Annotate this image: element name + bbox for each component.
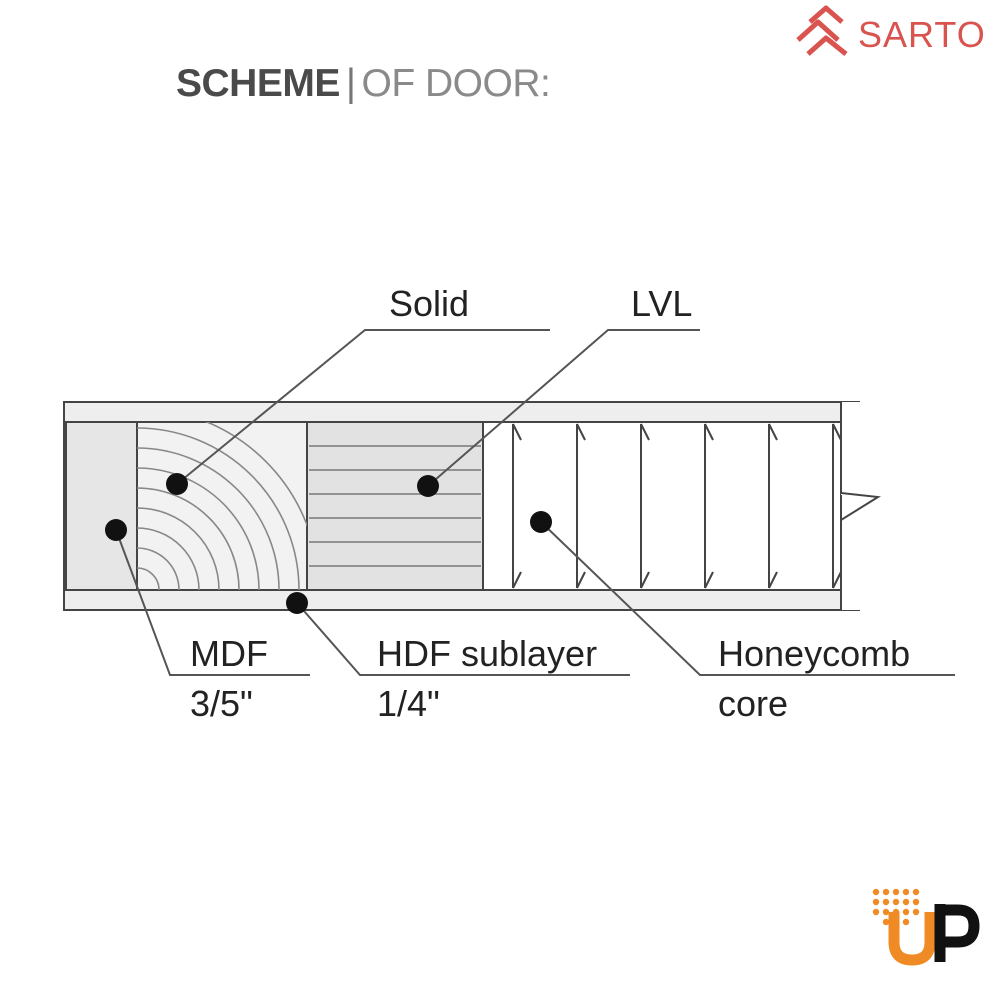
hdf-leader — [296, 602, 630, 676]
solid-leader — [176, 329, 550, 485]
label-solid: Solid — [389, 283, 470, 324]
lvl-layers — [309, 445, 481, 567]
label-honeycomb: Honeycomb — [718, 633, 911, 674]
sarto-logo-icon — [796, 5, 848, 56]
honeycomb-leader — [540, 521, 955, 676]
honeycomb-marker — [530, 511, 552, 533]
lvl-leader — [427, 329, 700, 487]
label-hdf: HDF sublayer — [377, 633, 598, 674]
title-of: OF — [361, 62, 416, 105]
label-mdf-thickness: 3/5" — [190, 683, 253, 724]
label-honeycomb-core: core — [718, 683, 789, 724]
mdf-block — [65, 421, 138, 591]
lvl-block — [306, 421, 484, 591]
label-mdf: MDF — [190, 633, 268, 674]
label-lvl: LVL — [631, 283, 693, 324]
break-mark-icon — [840, 402, 881, 610]
brand-name: SARTO — [858, 14, 986, 55]
title-scheme: SCHEME — [176, 62, 340, 105]
up-logo-icon — [872, 888, 980, 966]
bottom-hdf-layer — [63, 589, 860, 611]
page-title: SCHEME|OF DOOR: — [176, 62, 551, 106]
honeycomb-area — [482, 421, 842, 591]
mdf-leader — [115, 529, 310, 676]
top-hdf-layer — [63, 401, 860, 423]
solid-wood-block — [136, 421, 308, 591]
honeycomb-cells — [512, 423, 842, 589]
door-cross-section — [63, 401, 860, 611]
marker-dots — [105, 473, 552, 614]
mdf-marker — [105, 519, 127, 541]
title-door: DOOR: — [425, 62, 551, 105]
label-hdf-thickness: 1/4" — [377, 683, 440, 724]
lvl-marker — [417, 475, 439, 497]
leader-lines — [115, 329, 955, 676]
solid-marker — [166, 473, 188, 495]
title-separator: | — [345, 62, 356, 105]
hdf-marker — [286, 592, 308, 614]
